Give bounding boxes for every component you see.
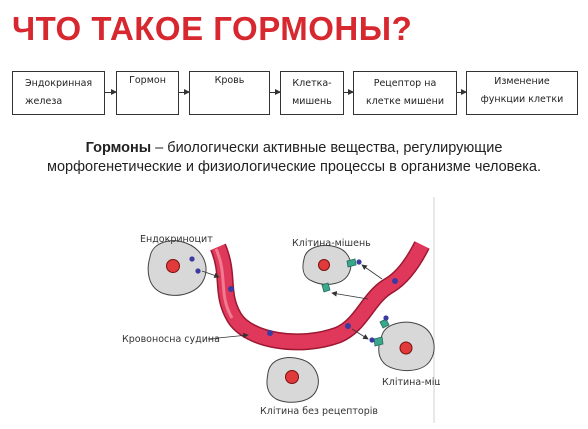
- flow-step-function-change: Изменение функции клетки: [466, 71, 578, 115]
- hormone-molecule: [267, 330, 273, 336]
- flow-arrow: [179, 89, 190, 95]
- target-cell-bottom-label: Клітина-мішень: [382, 377, 440, 388]
- flow-arrow: [457, 89, 467, 95]
- flow-step-line1: Кровь: [214, 75, 245, 86]
- cell-without-receptors-label: Клітина без рецепторів: [260, 406, 378, 417]
- flow-step-line1: Изменение: [494, 76, 550, 87]
- definition: Гормоны – биологически активные вещества…: [40, 139, 548, 176]
- hormone-molecule: [195, 268, 201, 274]
- flow-step-line2: функции клетки: [480, 94, 564, 105]
- hormone-molecule: [383, 315, 389, 321]
- flow-step-hormone: Гормон: [116, 71, 179, 115]
- definition-text: – биологически активные вещества, регули…: [46, 140, 542, 175]
- flow-step-receptor: Рецептор на клетке мишени: [353, 71, 457, 115]
- flow-step-line2: мишень: [292, 96, 332, 107]
- endocrinocyte-label: Ендокриноцит: [140, 234, 213, 245]
- blood-vessel-highlight: [214, 248, 234, 319]
- cell-without-receptors-nucleus: [285, 370, 299, 384]
- flow-step-line1: Гормон: [129, 75, 166, 86]
- receptor: [321, 282, 331, 293]
- hormone-molecule: [228, 286, 234, 292]
- receptor: [373, 336, 384, 347]
- target-cell-bottom-nucleus: [399, 341, 413, 355]
- receptor: [379, 318, 390, 329]
- flow-step-line1: Клетка-: [292, 78, 332, 89]
- hormone-molecule: [356, 259, 362, 265]
- definition-term: Гормоны: [85, 140, 152, 156]
- blood-vessel-label: Кровоносна судина: [122, 334, 220, 345]
- target-cell-top-nucleus: [318, 259, 330, 271]
- flow-step-line2: железа: [25, 96, 63, 107]
- flow-step-endocrine-gland: Эндокринная железа: [12, 71, 105, 115]
- flow-step-line1: Эндокринная: [25, 78, 93, 89]
- flow-step-blood: Кровь: [189, 71, 270, 115]
- flow-arrow: [270, 89, 281, 95]
- flow-step-line1: Рецептор на: [373, 78, 437, 89]
- hormone-action-diagram: Ендокриноцит Клітина-мішень Клітина-міше…: [122, 197, 440, 423]
- page-title: ЧТО ТАКОЕ ГОРМОНЫ?: [12, 10, 413, 47]
- flow-step-target-cell: Клетка- мишень: [280, 71, 344, 115]
- flow-arrow: [344, 89, 354, 95]
- hormone-molecule: [369, 337, 375, 343]
- flow-arrow: [105, 89, 117, 95]
- target-cell-top-label: Клітина-мішень: [292, 238, 371, 249]
- hormone-molecule: [189, 256, 195, 262]
- hormone-molecule: [392, 278, 398, 284]
- receptor: [346, 258, 357, 268]
- endocrinocyte-nucleus: [166, 259, 180, 273]
- hormone-molecule: [345, 323, 351, 329]
- flow-step-line2: клетке мишени: [365, 96, 445, 107]
